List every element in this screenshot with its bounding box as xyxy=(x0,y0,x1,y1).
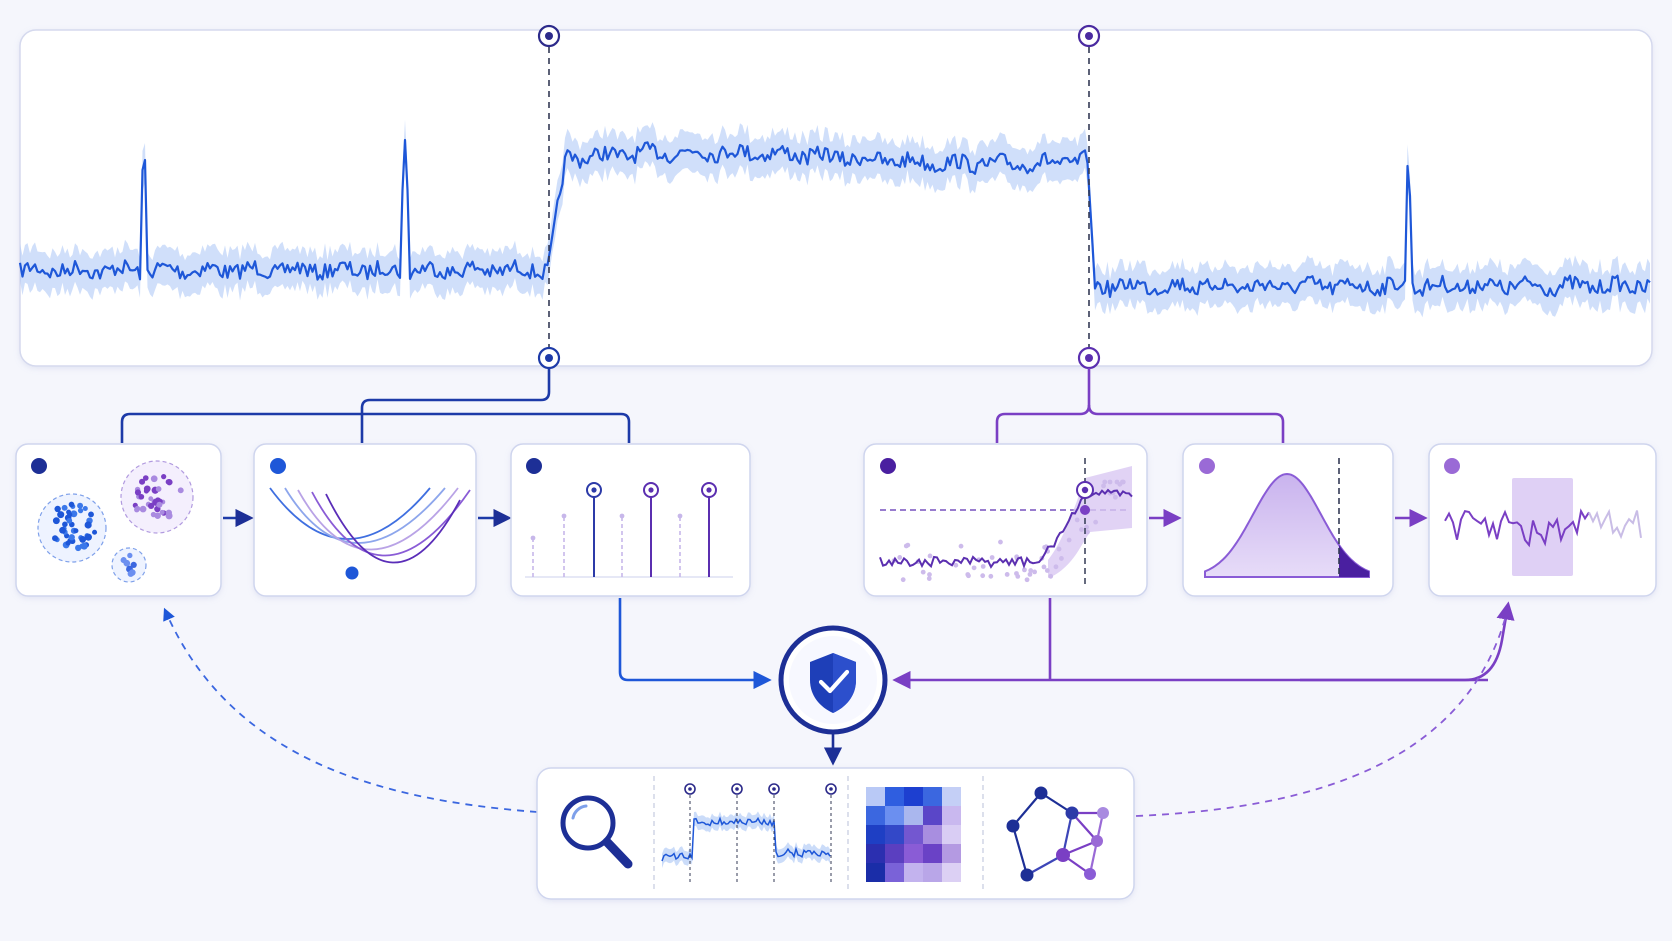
card-indicator-dot xyxy=(1444,458,1460,474)
card-indicator-dot xyxy=(31,458,47,474)
connector-right-to-window-card xyxy=(1300,601,1515,682)
stage-card-clustering[interactable] xyxy=(15,443,222,597)
output-panel xyxy=(536,767,1135,900)
stem-markers xyxy=(530,482,717,577)
changepoint-1-bottom-pin[interactable] xyxy=(537,346,561,370)
heatmap-icon[interactable] xyxy=(866,787,961,882)
loss-curves xyxy=(269,487,471,564)
card-indicator-dot xyxy=(1199,458,1215,474)
stage-card-stem-plot[interactable] xyxy=(510,443,751,597)
segmented-signal-icon[interactable] xyxy=(661,783,837,882)
signal-trace xyxy=(18,138,1651,298)
stage-card-window-highlight[interactable] xyxy=(1428,443,1657,597)
feedback-arc-left xyxy=(163,607,538,813)
card-indicator-dot xyxy=(270,458,286,474)
windowed-signal xyxy=(1444,508,1590,548)
card-indicator-dot xyxy=(880,458,896,474)
feedback-arc-right xyxy=(1135,605,1512,817)
magnifier-icon[interactable] xyxy=(560,795,633,869)
right-branch-connector xyxy=(995,368,1285,443)
changepoint-2-bottom-pin[interactable] xyxy=(1077,346,1101,370)
distribution-tail xyxy=(1339,545,1369,577)
windowed-signal-faded xyxy=(1588,508,1642,540)
verification-hub[interactable] xyxy=(778,625,888,735)
card-indicator-dot xyxy=(526,458,542,474)
connector-left-to-hub xyxy=(618,598,772,690)
highlight-window xyxy=(1512,478,1573,576)
shield-check-icon xyxy=(810,653,856,713)
stage-card-changepoint-fit[interactable] xyxy=(863,443,1148,597)
minimum-point xyxy=(345,566,359,580)
signal-panel xyxy=(18,24,1653,370)
stage-card-optimization[interactable] xyxy=(253,443,477,597)
connector-right-to-hub xyxy=(896,598,1488,680)
stage-card-distribution[interactable] xyxy=(1182,443,1394,597)
left-branch-connector xyxy=(120,368,631,443)
changepoint-2-top-pin[interactable] xyxy=(1077,24,1101,48)
network-graph-icon[interactable] xyxy=(1006,786,1110,882)
cluster-points xyxy=(52,474,184,577)
changepoint-pin xyxy=(1076,481,1094,515)
changepoint-1-top-pin[interactable] xyxy=(537,24,561,48)
